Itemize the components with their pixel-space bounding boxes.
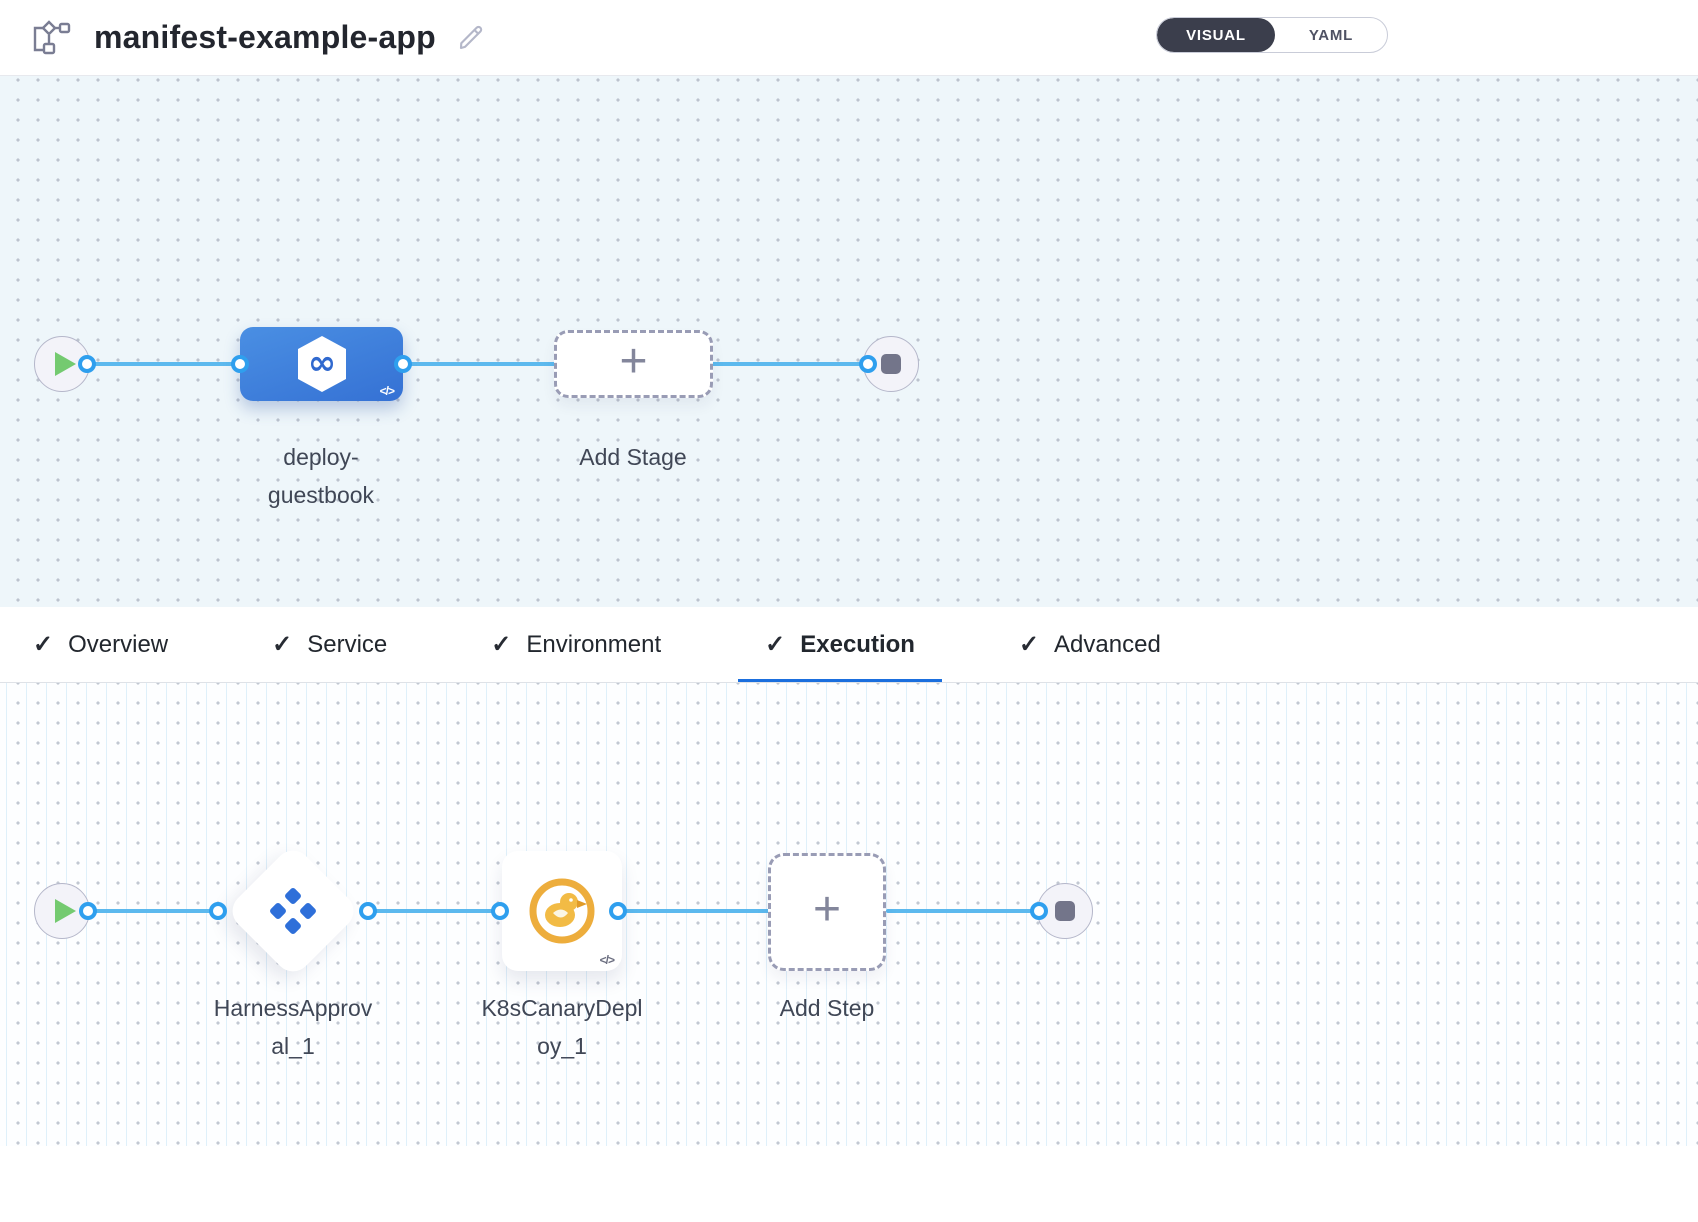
play-icon [55,352,76,376]
pipeline-icon [30,19,72,56]
check-icon: ✓ [765,631,786,658]
connector-dot[interactable] [859,355,877,373]
connector-dot[interactable] [78,355,96,373]
toggle-yaml[interactable]: YAML [1308,26,1354,44]
connector-line [886,909,1041,913]
check-icon: ✓ [491,631,512,658]
plus-icon: + [619,335,648,388]
stage-label[interactable]: deploy-guestbook [267,444,375,508]
code-icon[interactable]: </> [379,384,395,398]
plus-icon: + [812,883,842,936]
tab-advanced[interactable]: ✓ Advanced [1019,607,1161,682]
connector-line [88,909,220,913]
step-node-k8s-canary-deploy[interactable]: </> [502,851,622,971]
tab-label: Advanced [1054,630,1161,658]
stop-icon [881,354,901,374]
check-icon: ✓ [1018,631,1040,658]
tab-execution[interactable]: ✓ Execution [738,607,942,682]
check-icon: ✓ [33,631,54,658]
edit-pencil-icon[interactable] [456,23,486,53]
connector-line [711,362,869,366]
check-icon: ✓ [272,631,293,658]
tab-label: Execution [800,630,915,658]
visual-yaml-toggle: VISUAL YAML [1156,17,1388,53]
tab-label: Environment [526,630,662,658]
connector-dot[interactable] [609,902,627,920]
page-title: manifest-example-app [94,19,436,55]
stop-icon [1055,901,1075,921]
execution-canvas[interactable]: </> + HarnessApproval_1 K8sCanaryDeploy_… [0,683,1698,1146]
pipeline-header: manifest-example-app VISUAL YAML [0,0,1698,76]
step-label-harness-approval[interactable]: HarnessApproval_1 [213,995,373,1059]
stage-canvas[interactable]: ∞ </> + deploy-guestbook Add Stage [0,76,1698,607]
add-step-button[interactable]: + [768,853,886,971]
connector-dot[interactable] [79,902,97,920]
tab-environment[interactable]: ✓ Environment [491,607,661,682]
tab-overview[interactable]: ✓ Overview [33,607,168,682]
step-label-k8s-canary-deploy[interactable]: K8sCanaryDeploy_1 [481,995,643,1059]
connector-dot[interactable] [1030,902,1048,920]
connector-line [618,909,770,913]
connector-line [366,909,502,913]
add-stage-button[interactable]: + [554,330,713,398]
play-icon [55,899,76,923]
cd-stage-hexagon-icon: ∞ [297,336,346,392]
pipeline-end-node[interactable] [863,336,919,392]
infinity-glyph: ∞ [307,343,335,383]
tab-label: Overview [68,630,169,658]
code-icon[interactable]: </> [599,953,615,967]
connector-dot[interactable] [231,355,249,373]
stage-config-tabs: ✓ Overview ✓ Service ✓ Environment ✓ Exe… [0,607,1698,683]
connector-dot[interactable] [209,902,227,920]
approval-icon [268,886,318,936]
toggle-visual[interactable]: VISUAL [1157,18,1275,52]
add-step-label[interactable]: Add Step [779,995,875,1021]
connector-line [87,362,243,366]
connector-line [400,362,557,366]
connector-dot[interactable] [359,902,377,920]
stage-node-deploy-guestbook[interactable]: ∞ </> [240,327,403,401]
tab-service[interactable]: ✓ Service [272,607,387,682]
add-stage-label[interactable]: Add Stage [579,444,687,470]
connector-dot[interactable] [394,355,412,373]
connector-dot[interactable] [491,902,509,920]
tab-label: Service [307,630,388,658]
canary-icon [529,878,595,944]
